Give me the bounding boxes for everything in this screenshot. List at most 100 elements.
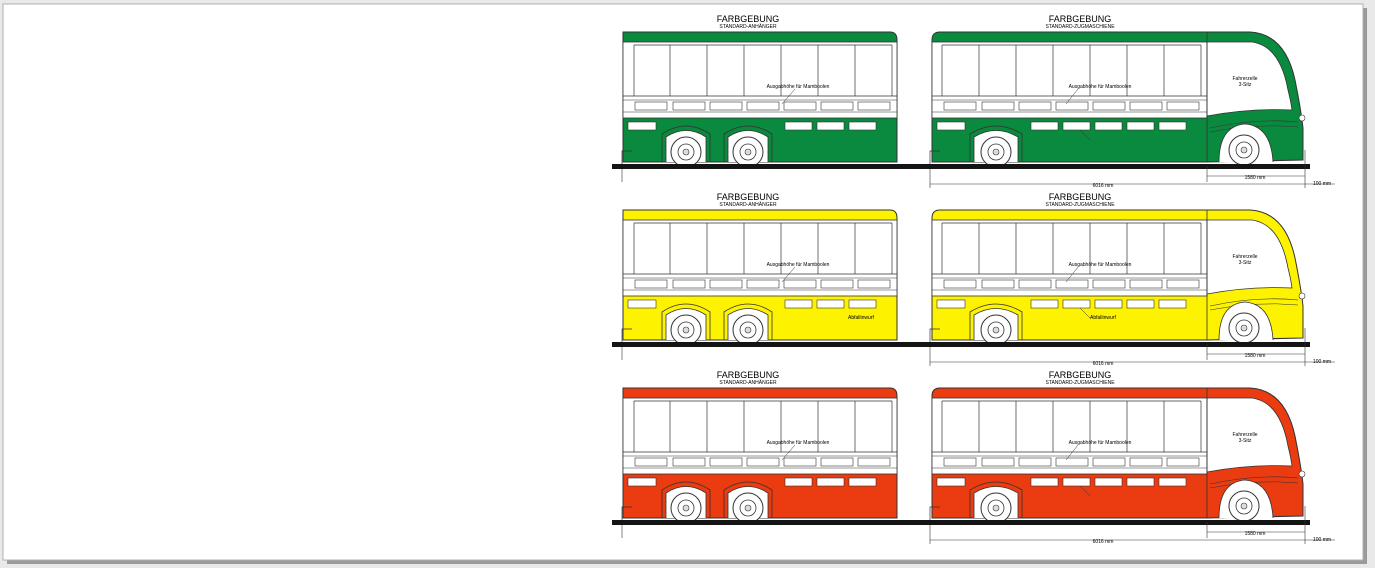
- tractor-hatch: [1158, 299, 1187, 309]
- cab-trim: [1209, 298, 1299, 307]
- bus-row-1: Ausgabhöhe für MamboolenFARBGEBUNGSTANDA…: [612, 14, 1335, 189]
- trailer-panel: [857, 457, 891, 467]
- tractor-panel: [943, 457, 977, 467]
- tractor-panel: [1166, 101, 1200, 111]
- tractor-title: FARBGEBUNG: [1049, 370, 1112, 380]
- trailer-coupling: [621, 506, 632, 521]
- tractor-panel: [1129, 101, 1163, 111]
- tractor-rear-wheel: [980, 136, 1012, 168]
- trailer-hatch: [627, 121, 657, 131]
- trailer-coupling: [621, 150, 632, 165]
- trailer-hatch: [784, 121, 813, 131]
- cab-label: Fahrerzelle: [1232, 76, 1257, 82]
- trailer-wheel-arch: [723, 303, 773, 340]
- trailer-subtitle: STANDARD-ANHÄNGER: [719, 23, 777, 30]
- trailer-hatch: [784, 299, 813, 309]
- tractor-hatch: [1158, 121, 1187, 131]
- tractor-coupling: [929, 328, 940, 343]
- trailer-wheel: [670, 492, 702, 524]
- tractor-panel: [1166, 457, 1200, 467]
- tractor-panel: [1055, 457, 1089, 467]
- trailer-panel: [746, 101, 780, 111]
- tractor-hatch: [1030, 121, 1059, 131]
- tractor-panel: [1166, 279, 1200, 289]
- tractor-panel: [1018, 101, 1052, 111]
- trailer-hatch: [627, 299, 657, 309]
- trailer-coupling: [621, 328, 632, 343]
- trailer-panel: [857, 101, 891, 111]
- trailer-panel: [634, 279, 668, 289]
- tractor-note-leader: [1065, 266, 1079, 283]
- trailer-wheel: [670, 314, 702, 346]
- trailer-note-leader: [781, 266, 796, 283]
- trailer-panel: [672, 457, 706, 467]
- tractor-coupling: [929, 150, 940, 165]
- tractor-note2-label: Abfallinwurf: [1090, 315, 1116, 321]
- tractor-panel: [1092, 101, 1126, 111]
- dim-cab-label: 1580 mm: [1245, 531, 1266, 537]
- trailer-wheel-arch: [661, 481, 711, 518]
- trailer-note-label: Ausgabhöhe für Mamboolen: [767, 84, 830, 90]
- tractor-panel: [1055, 101, 1089, 111]
- tractor-note2-leader: [1079, 307, 1091, 319]
- headlight: [1298, 470, 1306, 478]
- tractor-hatch: [1158, 477, 1187, 487]
- tractor-hatch: [936, 121, 966, 131]
- trailer-note-leader: [781, 444, 796, 461]
- trailer-note-leader: [781, 88, 796, 105]
- cab-windshield: [1206, 41, 1293, 117]
- tractor-wheel-arch: [969, 481, 1023, 518]
- trailer-panel: [820, 457, 854, 467]
- trailer-wheel-arch: [723, 125, 773, 162]
- trailer-title: FARBGEBUNG: [717, 192, 780, 202]
- tractor-note-leader: [1065, 88, 1079, 105]
- cab-trim: [1209, 476, 1299, 485]
- trailer-wheel: [732, 136, 764, 168]
- dim-cab-label: 1580 mm: [1245, 175, 1266, 181]
- bus-rows: Ausgabhöhe für MamboolenFARBGEBUNGSTANDA…: [612, 14, 1335, 545]
- trailer-hatch: [848, 477, 877, 487]
- tractor-hatch: [936, 299, 966, 309]
- headlight: [1298, 292, 1306, 300]
- tractor-hatch: [1094, 477, 1123, 487]
- dim-end-label: 100 mm: [1313, 359, 1331, 365]
- cab-label-2: 3-Sitz: [1239, 82, 1252, 88]
- trailer-panel: [783, 279, 817, 289]
- cab-trim: [1209, 120, 1299, 129]
- tractor-panel: [1129, 457, 1163, 467]
- bus-row-3: Ausgabhöhe für MamboolenFARBGEBUNGSTANDA…: [612, 370, 1335, 545]
- trailer-hatch: [784, 477, 813, 487]
- headlight: [1298, 114, 1306, 122]
- tractor-panel: [1092, 279, 1126, 289]
- trailer-hatch: [627, 477, 657, 487]
- trailer-panel: [634, 457, 668, 467]
- tractor-hatch: [1062, 299, 1091, 309]
- ground-rail: [612, 342, 1310, 347]
- ground-rail: [612, 164, 1310, 169]
- tractor-hatch: [1030, 299, 1059, 309]
- cab-label: Fahrerzelle: [1232, 432, 1257, 438]
- tractor-subtitle: STANDARD-ZUGMASCHIENE: [1045, 202, 1115, 208]
- tractor-subtitle: STANDARD-ZUGMASCHIENE: [1045, 24, 1115, 30]
- trailer-panel: [783, 101, 817, 111]
- tractor-hatch: [1126, 299, 1155, 309]
- tractor-note-label: Ausgabhöhe für Mamboolen: [1069, 262, 1132, 268]
- tractor-rear-wheel: [980, 314, 1012, 346]
- tractor-panel: [943, 279, 977, 289]
- tractor-panel: [1129, 279, 1163, 289]
- tractor-rear-wheel: [980, 492, 1012, 524]
- tractor-panel: [1055, 279, 1089, 289]
- tractor-hatch: [1094, 121, 1123, 131]
- tractor-title: FARBGEBUNG: [1049, 14, 1112, 24]
- dim-main-label: 6016 mm: [1093, 539, 1114, 545]
- tractor-panel: [1092, 457, 1126, 467]
- trailer-wheel: [732, 492, 764, 524]
- trailer: Ausgabhöhe für MamboolenAbfallinwurfFARB…: [621, 192, 898, 346]
- tractor-note2-leader: [1079, 485, 1091, 497]
- trailer-wheel-arch: [661, 125, 711, 162]
- tractor-hatch: [936, 477, 966, 487]
- tractor-front-wheel: [1228, 134, 1260, 166]
